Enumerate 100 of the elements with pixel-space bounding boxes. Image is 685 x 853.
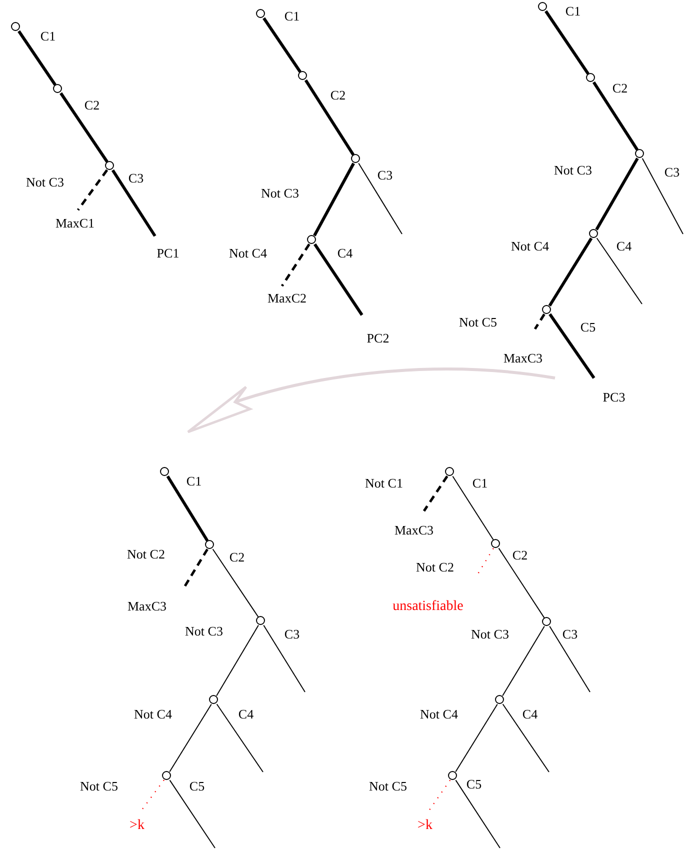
edge-label: C5	[188, 780, 206, 792]
branch-line	[548, 237, 593, 307]
edge-label: Not C3	[553, 164, 593, 176]
edge-label: Not C4	[133, 708, 173, 720]
tree-node-circle	[542, 305, 551, 314]
leaf-label: PC3	[602, 390, 626, 404]
branch-line	[544, 10, 590, 75]
edge-label: C1	[471, 476, 489, 490]
edge-label: C1	[283, 10, 301, 22]
branch-line	[169, 704, 212, 772]
tree-node-circle	[445, 467, 454, 476]
branch-line	[304, 79, 355, 156]
edge-label: C3	[283, 628, 301, 640]
tree-node-circle	[298, 71, 307, 80]
edge-label: C2	[611, 82, 629, 94]
tree-node-circle	[162, 771, 171, 780]
branch-line	[455, 780, 500, 848]
edge-label: Not C5	[79, 780, 119, 792]
edge-label: Not C4	[510, 240, 550, 252]
branch-line	[548, 313, 596, 379]
tree-node-circle	[351, 154, 360, 163]
branch-line	[212, 548, 259, 618]
tree-node-circle	[105, 161, 114, 170]
edge-label: C3	[376, 168, 394, 182]
branch-line	[60, 92, 108, 163]
branch-line	[111, 169, 156, 237]
leaf-label: MaxC3	[394, 524, 434, 536]
branch-line	[642, 158, 684, 234]
outcome-label: >k	[418, 819, 432, 833]
tree-node-circle	[307, 235, 316, 244]
tree-node-circle	[256, 616, 265, 625]
edge-label: Not C5	[458, 316, 498, 328]
branch-line	[216, 624, 259, 696]
edge-label: Not C3	[260, 186, 300, 200]
branch-line	[452, 476, 494, 540]
branch-line	[263, 624, 306, 692]
branch-line	[262, 17, 302, 73]
leaf-label: MaxC2	[268, 292, 306, 304]
dashed-branch-line	[280, 244, 310, 287]
tree-node-circle	[11, 22, 20, 31]
branch-line	[498, 548, 545, 618]
branch-line	[314, 243, 364, 316]
edge-label: C5	[465, 778, 483, 790]
leaf-label: PC2	[366, 332, 390, 344]
branch-line	[166, 475, 209, 542]
dashed-branch-line	[428, 780, 451, 812]
tree-node-circle	[209, 695, 218, 704]
tree-node-circle	[538, 2, 547, 11]
branch-line	[313, 162, 355, 236]
edge-label: C1	[564, 4, 582, 18]
branch-line	[592, 81, 639, 151]
edge-label: Not C1	[364, 476, 404, 490]
edge-label: Not C2	[126, 548, 166, 560]
edge-label: C4	[336, 246, 354, 260]
edge-label: Not C3	[25, 176, 65, 188]
dashed-branch-line	[76, 169, 108, 211]
tree-node-circle	[256, 9, 265, 18]
branch-line	[216, 704, 264, 772]
edge-label: C2	[228, 550, 246, 564]
edge-label: C1	[185, 474, 203, 488]
tree-node-circle	[635, 149, 644, 158]
edge-label: Not C5	[368, 780, 408, 792]
outcome-label: unsatisfiable	[392, 600, 464, 614]
leaf-label: MaxC3	[504, 352, 542, 364]
branch-line	[502, 704, 550, 772]
edge-label: C3	[127, 172, 145, 184]
branch-line	[358, 162, 402, 234]
edge-label: Not C4	[419, 708, 459, 720]
dashed-branch-line	[422, 475, 448, 512]
tree-node-circle	[205, 540, 214, 549]
edge-label: C4	[521, 708, 539, 720]
dashed-branch-line	[140, 780, 164, 812]
edge-label: C5	[579, 320, 597, 334]
tree-node-circle	[160, 467, 169, 476]
tree-node-circle	[448, 771, 457, 780]
edge-label: C4	[615, 240, 633, 252]
edge-label: C2	[329, 88, 347, 102]
edge-label: Not C4	[228, 246, 268, 260]
branch-line	[18, 30, 56, 86]
leaf-label: MaxC1	[56, 216, 94, 230]
leaf-label: PC1	[156, 246, 180, 260]
tree-node-circle	[491, 539, 500, 548]
edge-label: Not C3	[184, 624, 224, 638]
edge-label: C4	[237, 708, 255, 720]
edge-label: Not C2	[415, 560, 455, 574]
dashed-branch-line	[184, 548, 208, 587]
branch-line	[502, 626, 545, 696]
tree-node-circle	[542, 617, 551, 626]
edge-label: C2	[83, 98, 101, 112]
dashed-branch-line	[534, 314, 546, 330]
tree-node-circle	[589, 229, 598, 238]
branch-line	[549, 626, 590, 692]
tree-node-circle	[586, 73, 595, 82]
outcome-label: >k	[130, 819, 144, 833]
tree-node-circle	[495, 695, 504, 704]
edge-label: C1	[39, 30, 57, 42]
branch-line	[596, 238, 642, 304]
branch-line	[169, 780, 216, 848]
edge-label: C3	[663, 166, 681, 178]
edge-label: C3	[561, 628, 579, 640]
